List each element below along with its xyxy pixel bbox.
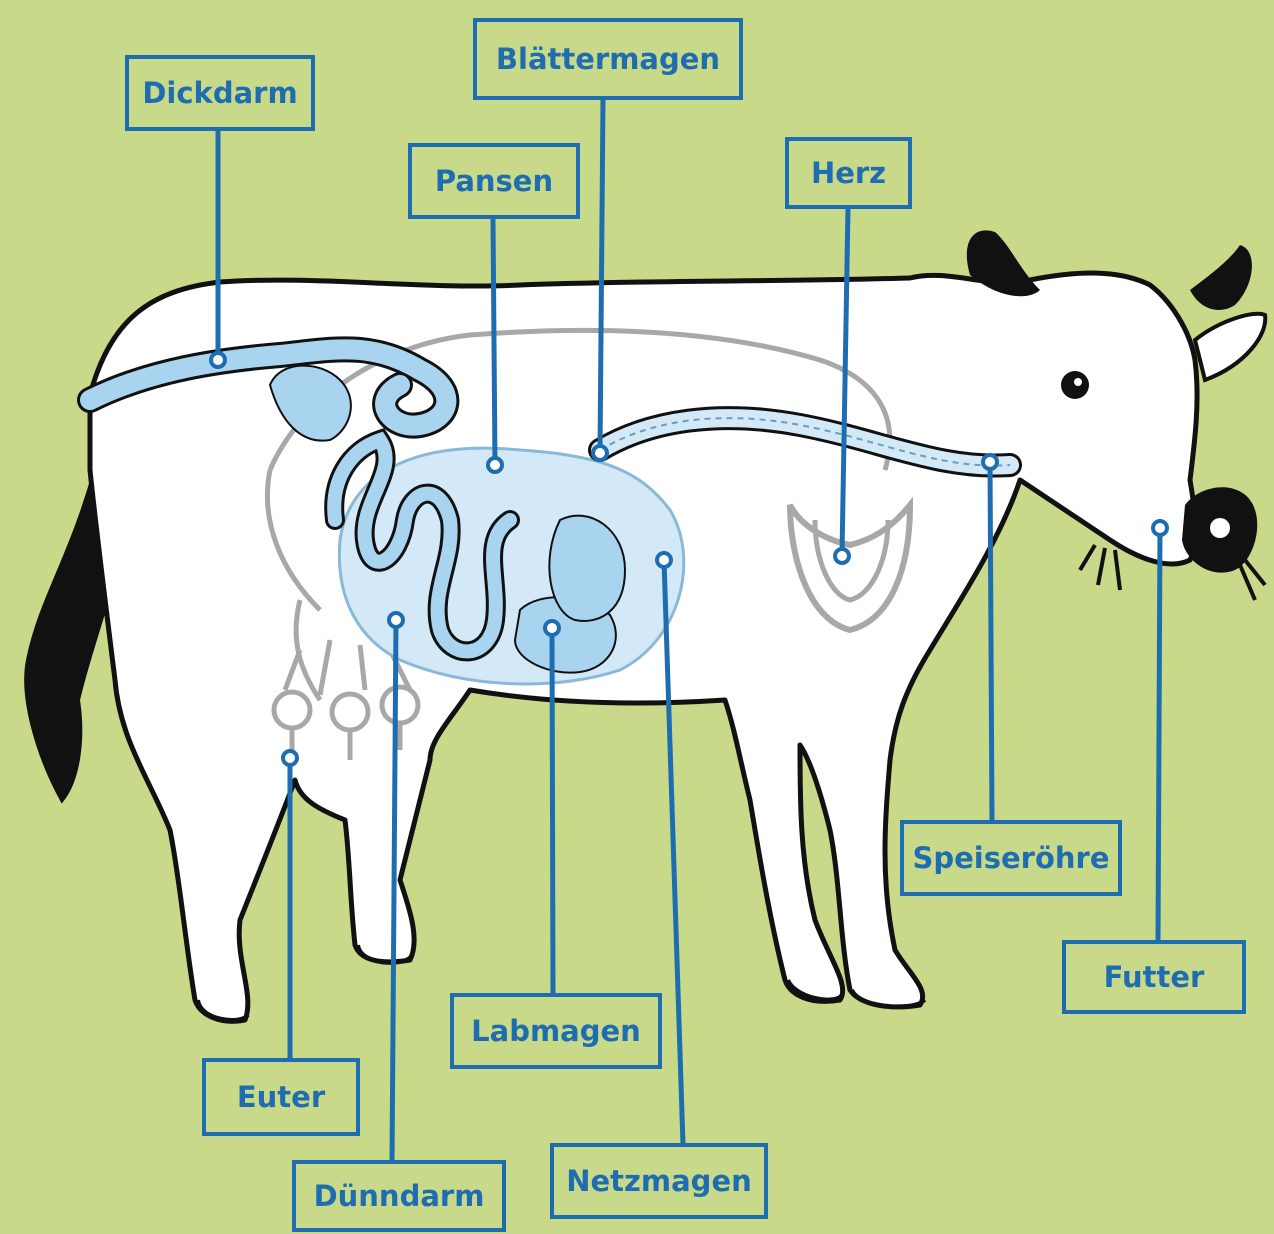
eye [1061, 371, 1089, 399]
label-netzmagen: Netzmagen [550, 1143, 768, 1219]
label-speiseroehre: Speiseröhre [900, 820, 1122, 896]
label-euter: Euter [202, 1058, 360, 1136]
leader-blaettermagen [600, 100, 603, 452]
ear [1195, 314, 1265, 380]
label-dickdarm: Dickdarm [125, 55, 315, 131]
leader-labmagen [552, 628, 553, 995]
label-blaettermagen: Blättermagen [473, 18, 743, 100]
leader-futter [1158, 528, 1160, 942]
label-herz: Herz [785, 137, 912, 209]
leader-pansen [493, 220, 495, 464]
leader-speiseroehre [990, 462, 992, 822]
horn-right [1190, 245, 1252, 310]
label-pansen: Pansen [408, 143, 580, 219]
label-labmagen: Labmagen [450, 993, 662, 1069]
label-futter: Futter [1062, 940, 1246, 1014]
label-duenndarm: Dünndarm [292, 1160, 506, 1232]
